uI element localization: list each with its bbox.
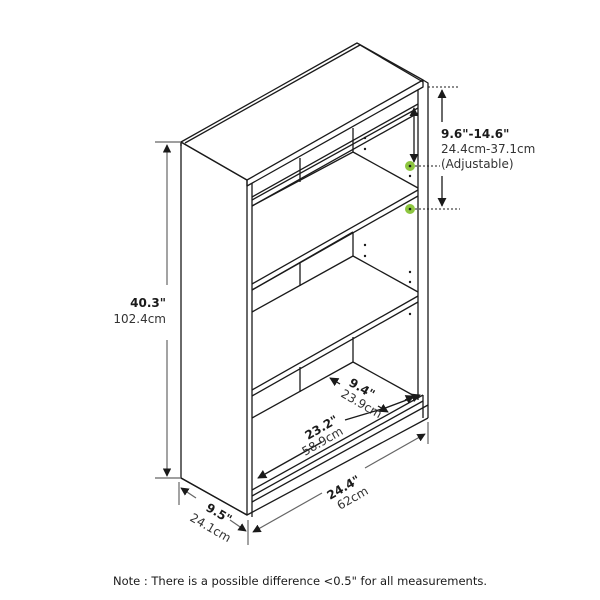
shelf-spacing-dimension: 9.6"-14.6" 24.4cm-37.1cm (Adjustable) [409, 86, 535, 210]
height-metric: 102.4cm [113, 312, 166, 326]
shelf-spacing-imperial: 9.6"-14.6" [441, 127, 509, 141]
measurement-note: Note : There is a possible difference <0… [113, 574, 487, 588]
height-dimension: 40.3" 102.4cm [113, 141, 181, 479]
shelf-spacing-metric: 24.4cm-37.1cm [441, 142, 535, 156]
bottom-base [251, 394, 429, 503]
shelf-spacing-note: (Adjustable) [441, 157, 514, 171]
shelf-2 [251, 189, 419, 313]
outer-width-dimension: 24.4" 62cm [252, 422, 429, 533]
shelf-1 [251, 103, 419, 207]
height-imperial: 40.3" [130, 296, 166, 310]
shelf-3 [251, 295, 419, 419]
bookcase [180, 42, 429, 517]
left-side-panel [180, 141, 248, 516]
top-panel [180, 42, 424, 181]
inner-depth-dimension: 9.4" 23.9cm [329, 375, 415, 421]
